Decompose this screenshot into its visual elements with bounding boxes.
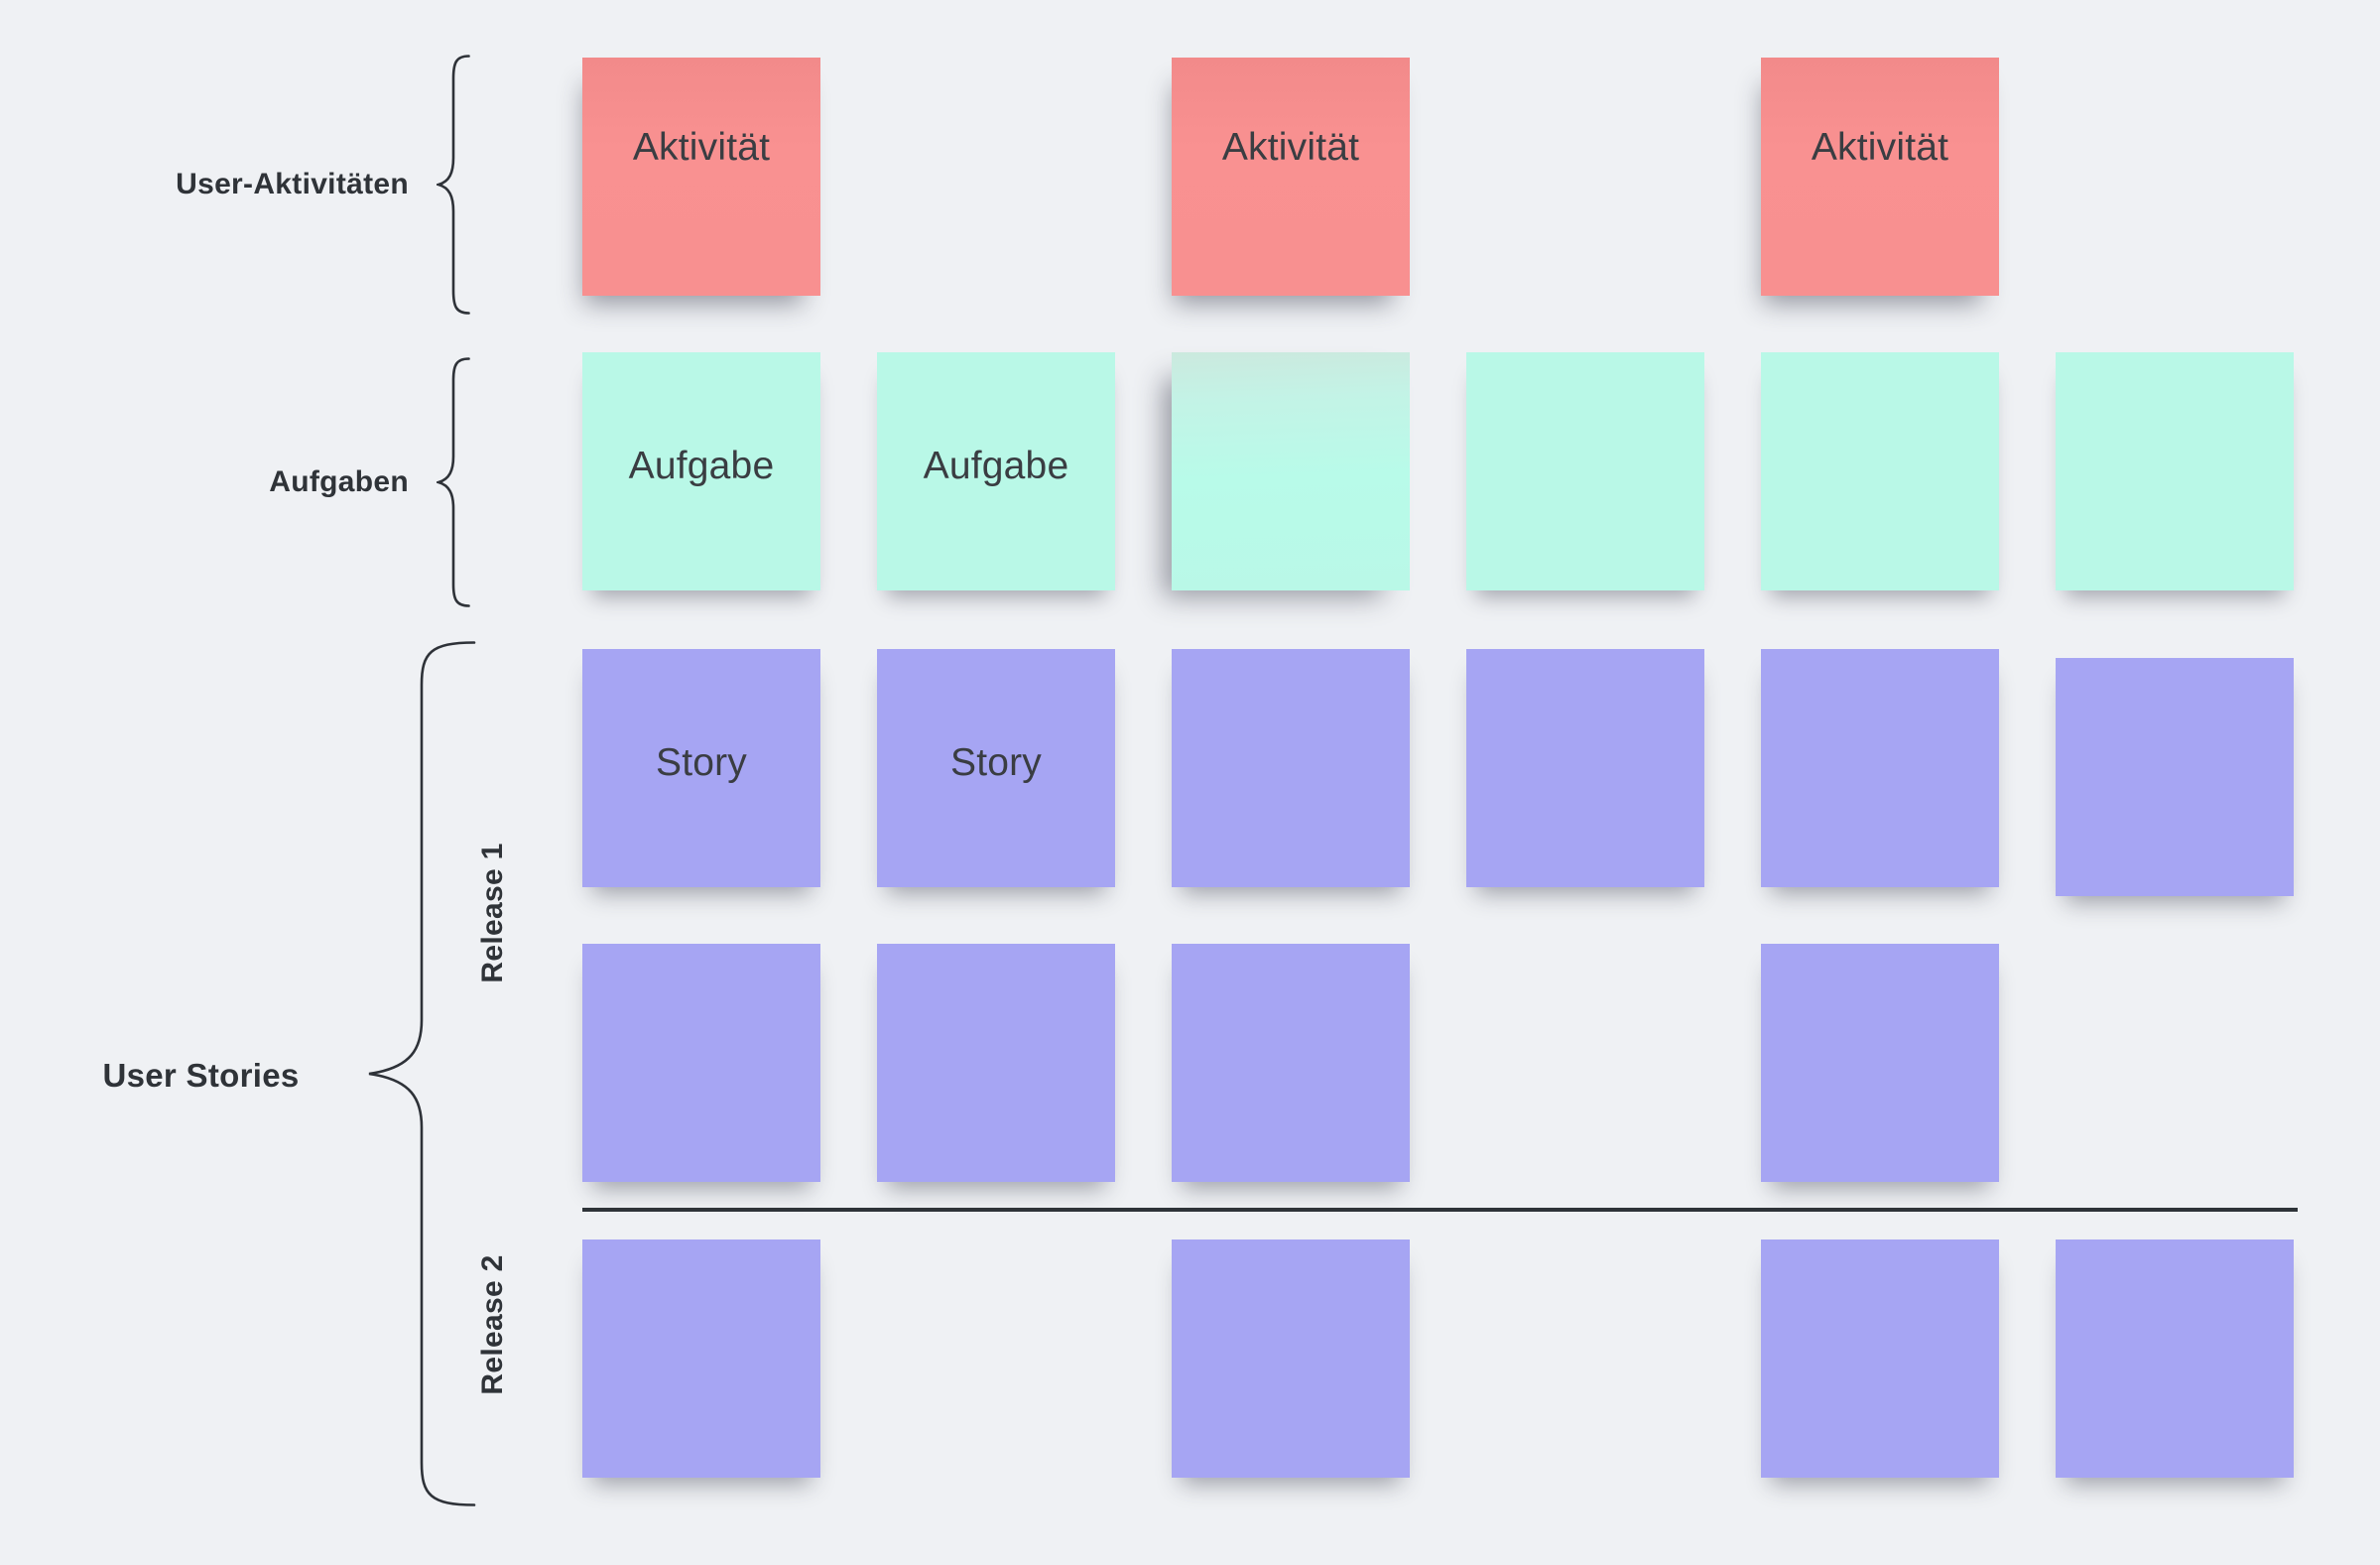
sticky-activity-2[interactable]: Aktivität — [1172, 58, 1410, 296]
release-divider-line — [582, 1208, 2298, 1212]
sticky-story-r2-1[interactable] — [582, 1239, 820, 1478]
sticky-story-r1a-4[interactable] — [1466, 649, 1704, 887]
brace-user-stories — [368, 641, 476, 1506]
sticky-task-6[interactable] — [2056, 352, 2294, 590]
sticky-task-1[interactable]: Aufgabe — [582, 352, 820, 590]
sticky-activity-3[interactable]: Aktivität — [1761, 58, 1999, 296]
sticky-story-r1a-1[interactable]: Story — [582, 649, 820, 887]
sticky-story-r2-4[interactable] — [2056, 1239, 2294, 1478]
sticky-story-r2-3[interactable] — [1761, 1239, 1999, 1478]
label-user-activities: User-Aktivitäten — [176, 168, 409, 200]
sticky-task-3[interactable] — [1172, 352, 1410, 590]
sticky-activity-1[interactable]: Aktivität — [582, 58, 820, 296]
brace-user-activities — [437, 55, 470, 315]
sticky-story-r1b-2[interactable] — [877, 944, 1115, 1182]
sticky-story-r1b-1[interactable] — [582, 944, 820, 1182]
sticky-task-5[interactable] — [1761, 352, 1999, 590]
label-tasks: Aufgaben — [269, 465, 409, 498]
brace-tasks — [437, 357, 470, 607]
sticky-story-r1b-3[interactable] — [1172, 944, 1410, 1182]
label-release-2: Release 2 — [476, 1254, 509, 1395]
sticky-story-r1b-4[interactable] — [1761, 944, 1999, 1182]
sticky-story-r1a-3[interactable] — [1172, 649, 1410, 887]
sticky-story-r2-2[interactable] — [1172, 1239, 1410, 1478]
sticky-story-r1a-2[interactable]: Story — [877, 649, 1115, 887]
sticky-task-4[interactable] — [1466, 352, 1704, 590]
sticky-story-r1a-6[interactable] — [2056, 658, 2294, 896]
sticky-task-2[interactable]: Aufgabe — [877, 352, 1115, 590]
label-user-stories: User Stories — [102, 1057, 300, 1094]
sticky-story-r1a-5[interactable] — [1761, 649, 1999, 887]
label-release-1: Release 1 — [476, 843, 509, 983]
